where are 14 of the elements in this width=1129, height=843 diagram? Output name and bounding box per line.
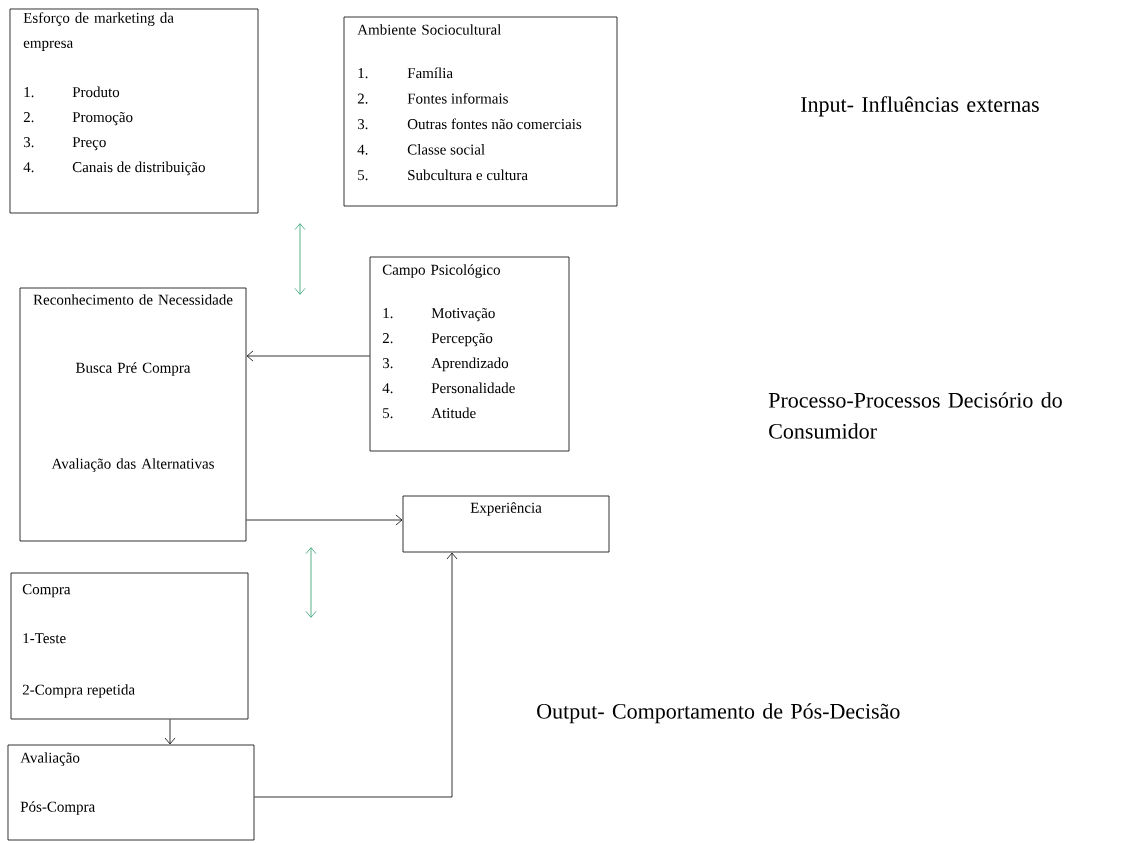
text-box: Ambiente Sociocultural 1. Família 2. Fontes informais 3. Outras fontes não comerciais 4. Classe social 5. Subcultura e cultura [343,16,618,207]
text-box: Esforço de marketing da empresa 1. Produto 2. Promoção 3. Preço 4. Canais de distribuição [9,8,259,214]
section-label: Input- Influências externas [801,96,1039,117]
text-box: Reconhecimento de Necessidade Busca Pré Compra Avaliação das Alternativas [19,287,247,542]
arrow [246,350,370,362]
arrow [164,719,176,745]
arrow [246,514,403,526]
text-box: Experiência [402,495,610,553]
section-label: Processo-Processos Decisório do Consumidor [768,392,1062,439]
section-label: Output- Comportamento de Pós-Decisão [537,703,900,724]
text-box: Campo Psicológico 1. Motivação 2. Percepção 3. Aprendizado 4. Personalidade 5. Atitude [369,256,570,452]
arrow [254,552,458,798]
text-box: Avaliação Pós-Compra [7,744,255,841]
text-box: Compra 1-Teste 2-Compra repetida [10,572,249,720]
